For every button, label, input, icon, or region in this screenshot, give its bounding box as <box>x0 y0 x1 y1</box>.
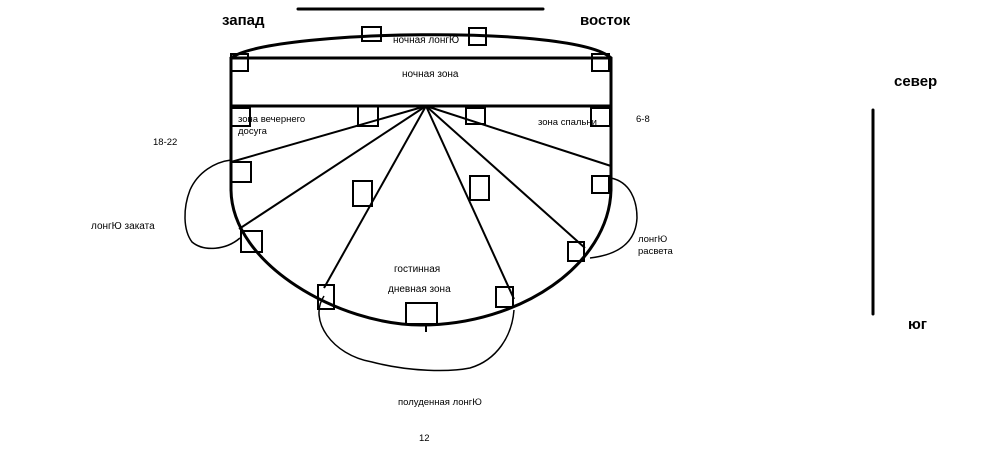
window-icon <box>317 284 335 310</box>
ray-east-mid <box>425 105 586 249</box>
window-icon <box>591 175 610 194</box>
morning-time-label: 6-8 <box>636 114 650 125</box>
noon-time-label: 12 <box>419 433 430 444</box>
ray-east-upper <box>425 105 612 167</box>
living-room-label: гостинная <box>394 264 441 275</box>
window-icon <box>405 302 438 325</box>
window-icon <box>361 26 382 42</box>
noon-lounge-label: полуденная лонгЮ <box>398 397 482 408</box>
south-label: юг <box>908 316 928 333</box>
ray-west-upper <box>230 105 427 163</box>
window-icon <box>240 230 263 253</box>
window-icon <box>230 161 252 183</box>
window-icon <box>357 105 379 127</box>
window-icon <box>469 175 490 201</box>
house-top-arc <box>229 33 613 60</box>
sunset-lounge-outline <box>184 159 241 250</box>
evening-time-label: 18-22 <box>153 137 178 148</box>
window-icon <box>352 180 373 207</box>
east-label: восток <box>580 12 631 29</box>
day-zone-label: дневная зона <box>388 284 451 295</box>
window-icon <box>591 53 610 72</box>
north-label: север <box>894 73 938 90</box>
window-icon <box>230 53 249 72</box>
west-label: запад <box>222 12 265 29</box>
window-icon <box>495 286 514 308</box>
window-icon <box>590 107 611 127</box>
sleep-zone-label: зона спальни <box>538 117 597 128</box>
ray-south-west <box>323 105 427 289</box>
dawn-lounge-label: лонгЮ расвета <box>638 234 673 257</box>
night-zone-label: ночная зона <box>402 69 459 80</box>
dawn-lounge-outline <box>589 177 638 259</box>
window-icon <box>230 107 251 127</box>
window-icon <box>468 27 487 46</box>
noon-lounge-outline <box>318 295 515 372</box>
house-south-wall <box>229 188 613 327</box>
sunset-lounge-label: лонгЮ заката <box>91 221 155 232</box>
night-lounge-label: ночная лонгЮ <box>393 35 460 46</box>
window-icon <box>465 107 486 125</box>
evening-leisure-label: зона вечернего досуга <box>238 114 306 137</box>
ray-south-east <box>425 105 515 300</box>
window-icon <box>567 241 585 262</box>
ray-west-mid <box>238 105 427 230</box>
